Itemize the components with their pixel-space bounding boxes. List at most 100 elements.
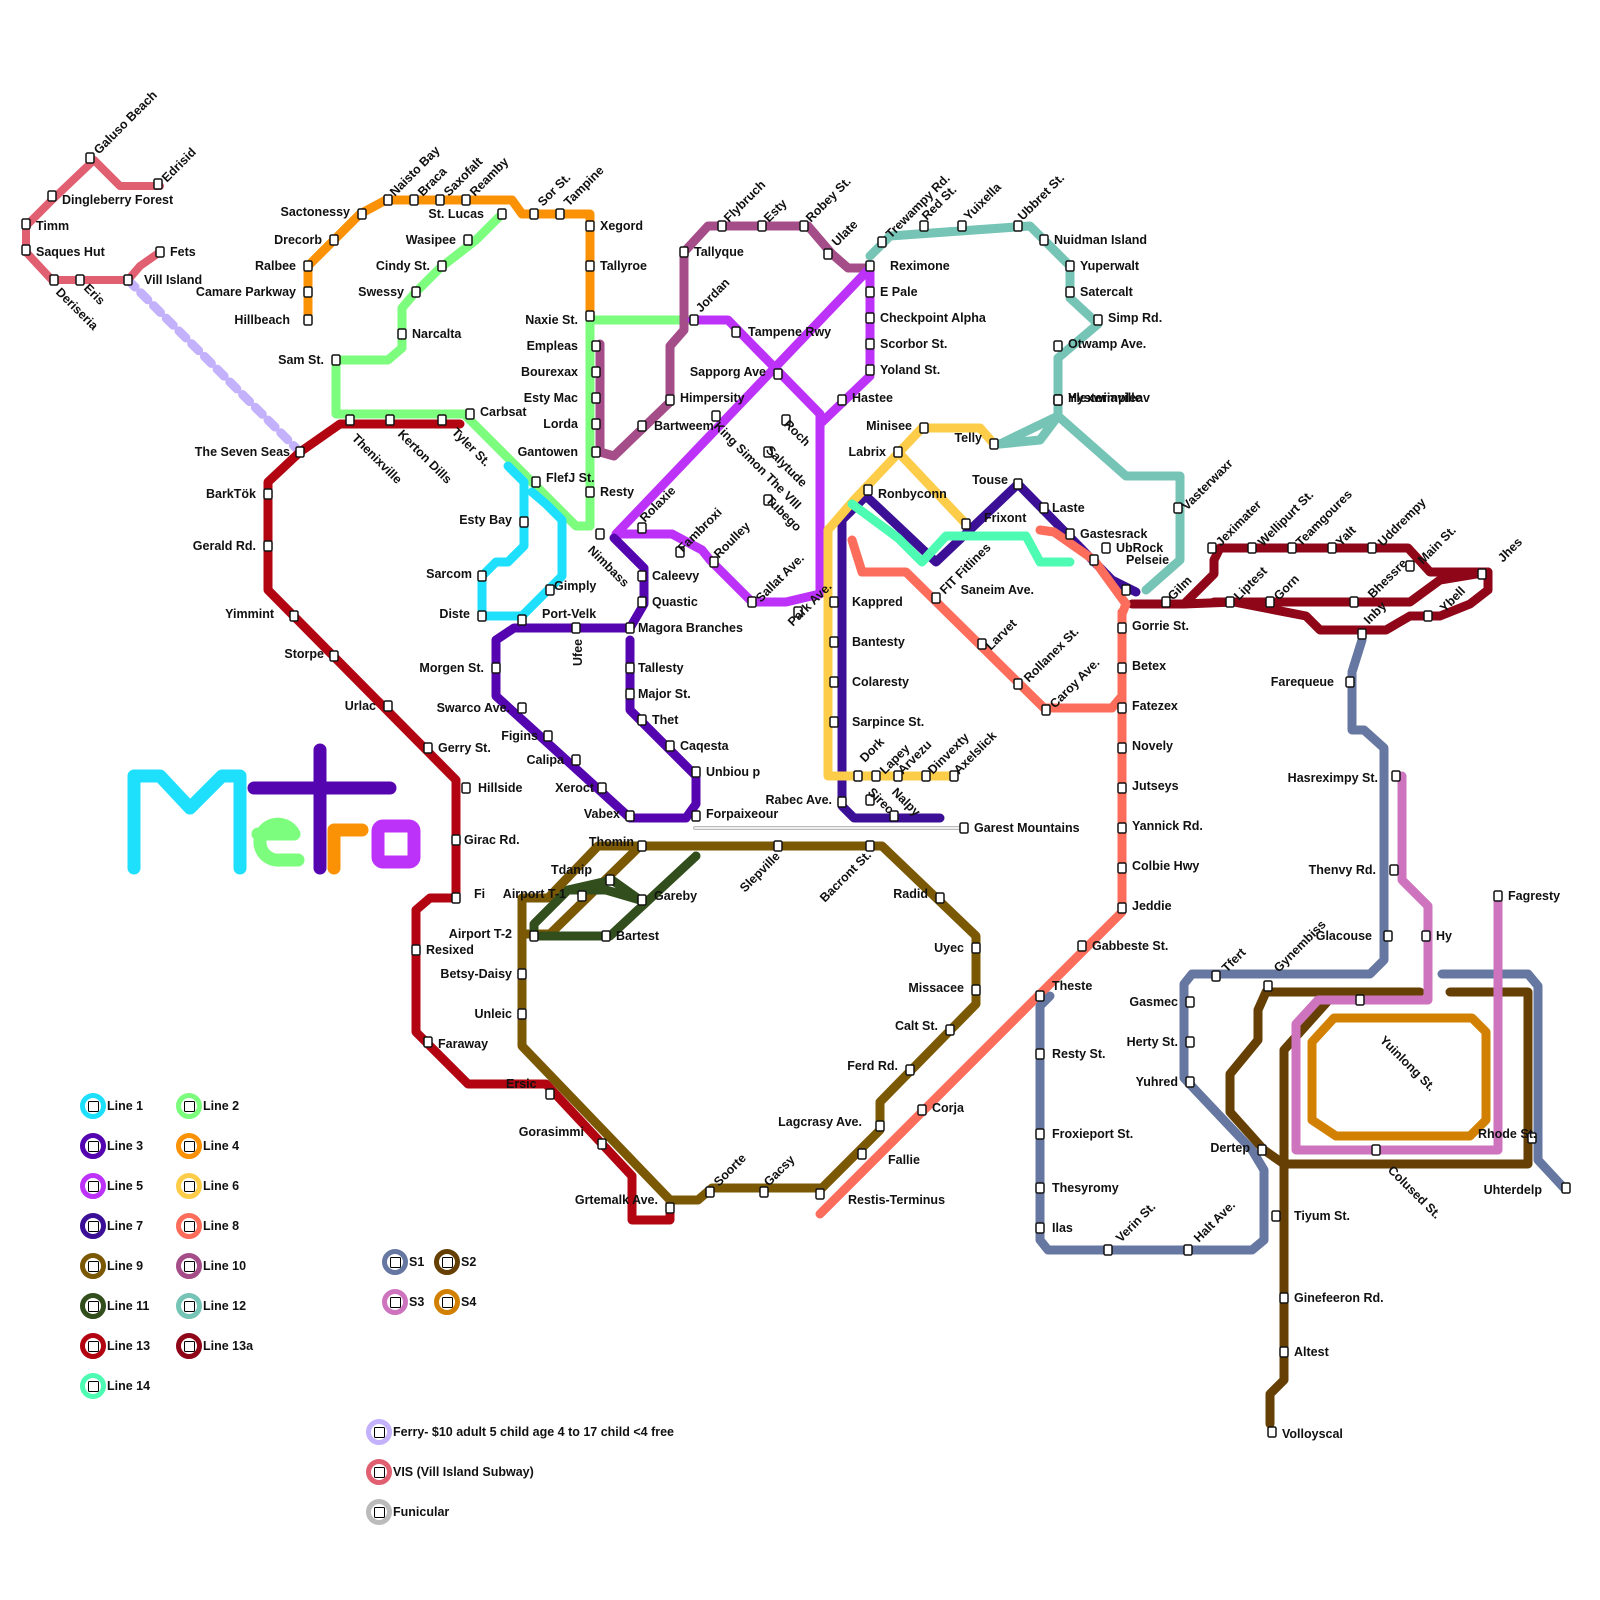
station-marker[interactable] bbox=[1093, 314, 1103, 326]
station-label[interactable]: Morgen St. bbox=[419, 661, 484, 675]
station-label[interactable]: Yimmint bbox=[225, 607, 275, 621]
station-label[interactable]: Hy bbox=[1436, 929, 1452, 943]
station-marker[interactable] bbox=[517, 968, 527, 980]
station-label[interactable]: Hillbeach bbox=[234, 313, 290, 327]
station-marker[interactable] bbox=[585, 310, 595, 322]
station-label[interactable]: Jordan bbox=[693, 276, 732, 315]
station-marker[interactable] bbox=[763, 446, 773, 458]
station-marker[interactable] bbox=[303, 260, 313, 272]
station-label[interactable]: Restis-Terminus bbox=[848, 1193, 945, 1207]
station-label[interactable]: Glacouse bbox=[1316, 929, 1372, 943]
station-marker[interactable] bbox=[865, 840, 875, 852]
station-label[interactable]: Diste bbox=[439, 607, 470, 621]
station-marker[interactable] bbox=[463, 234, 473, 246]
station-marker[interactable] bbox=[529, 208, 539, 220]
station-marker[interactable] bbox=[411, 944, 421, 956]
station-marker[interactable] bbox=[465, 408, 475, 420]
station-marker[interactable] bbox=[637, 570, 647, 582]
station-marker[interactable] bbox=[461, 782, 471, 794]
station-label[interactable]: Tampene Rwy bbox=[748, 325, 831, 339]
station-marker[interactable] bbox=[517, 1008, 527, 1020]
station-marker[interactable] bbox=[1035, 1128, 1045, 1140]
station-marker[interactable] bbox=[875, 1120, 885, 1132]
station-marker[interactable] bbox=[597, 782, 607, 794]
station-label[interactable]: Narcalta bbox=[412, 327, 462, 341]
station-marker[interactable] bbox=[155, 246, 165, 258]
station-marker[interactable] bbox=[385, 414, 395, 426]
station-marker[interactable] bbox=[591, 446, 601, 458]
station-marker[interactable] bbox=[21, 244, 31, 256]
station-marker[interactable] bbox=[591, 366, 601, 378]
station-marker[interactable] bbox=[1173, 502, 1183, 514]
station-label[interactable]: Grtemalk Ave. bbox=[575, 1193, 658, 1207]
station-label[interactable]: Dertep bbox=[1210, 1141, 1250, 1155]
station-label[interactable]: Bhessre bbox=[1365, 556, 1410, 601]
station-label[interactable]: Thenixville bbox=[349, 431, 405, 487]
station-marker[interactable] bbox=[605, 874, 615, 886]
station-label[interactable]: Volloyscal bbox=[1282, 1427, 1343, 1441]
station-label[interactable]: Magora Branches bbox=[638, 621, 743, 635]
station-marker[interactable] bbox=[1207, 542, 1217, 554]
station-label[interactable]: Theste bbox=[1052, 979, 1092, 993]
station-label[interactable]: Swessy bbox=[358, 285, 404, 299]
station-marker[interactable] bbox=[893, 770, 903, 782]
station-marker[interactable] bbox=[1477, 568, 1487, 580]
station-label[interactable]: Larvet bbox=[983, 616, 1020, 653]
station-label[interactable]: Faraway bbox=[438, 1037, 488, 1051]
station-marker[interactable] bbox=[961, 518, 971, 530]
station-label[interactable]: Ralbee bbox=[255, 259, 296, 273]
station-label[interactable]: Yuperwalt bbox=[1080, 259, 1140, 273]
station-label[interactable]: Jhes bbox=[1495, 535, 1525, 565]
station-label[interactable]: Sactonessy bbox=[281, 205, 351, 219]
station-marker[interactable] bbox=[1121, 584, 1131, 596]
station-marker[interactable] bbox=[989, 438, 999, 450]
station-label[interactable]: Fatezex bbox=[1132, 699, 1178, 713]
station-marker[interactable] bbox=[423, 742, 433, 754]
station-marker[interactable] bbox=[383, 194, 393, 206]
station-label[interactable]: Saques Hut bbox=[36, 245, 106, 259]
station-marker[interactable] bbox=[1065, 528, 1075, 540]
station-label[interactable]: Hillside bbox=[478, 781, 523, 795]
station-marker[interactable] bbox=[675, 546, 685, 558]
station-label[interactable]: Camare Parkway bbox=[196, 285, 296, 299]
station-label[interactable]: Bourexax bbox=[521, 365, 578, 379]
station-label[interactable]: Bartest bbox=[616, 929, 660, 943]
station-marker[interactable] bbox=[1035, 990, 1045, 1002]
station-label[interactable]: Eris bbox=[81, 281, 108, 308]
station-marker[interactable] bbox=[781, 414, 791, 426]
station-label[interactable]: Betsy-Daisy bbox=[440, 967, 512, 981]
station-marker[interactable] bbox=[435, 194, 445, 206]
station-marker[interactable] bbox=[1279, 1346, 1289, 1358]
station-label[interactable]: Xegord bbox=[600, 219, 643, 233]
station-marker[interactable] bbox=[921, 770, 931, 782]
station-label[interactable]: Corja bbox=[932, 1101, 965, 1115]
station-label[interactable]: Checkpoint Alpha bbox=[880, 311, 987, 325]
station-marker[interactable] bbox=[585, 220, 595, 232]
station-label[interactable]: Quastic bbox=[652, 595, 698, 609]
station-label[interactable]: Kappred bbox=[852, 595, 903, 609]
station-label[interactable]: Colaresty bbox=[852, 675, 909, 689]
station-marker[interactable] bbox=[853, 770, 863, 782]
station-label[interactable]: Storpe bbox=[284, 647, 324, 661]
station-marker[interactable] bbox=[451, 892, 461, 904]
station-label[interactable]: Sam St. bbox=[278, 353, 324, 367]
station-label[interactable]: Cindy St. bbox=[376, 259, 430, 273]
station-marker[interactable] bbox=[597, 1138, 607, 1150]
station-marker[interactable] bbox=[397, 328, 407, 340]
station-label[interactable]: Swarco Ave. bbox=[437, 701, 510, 715]
station-marker[interactable] bbox=[829, 716, 839, 728]
station-marker[interactable] bbox=[1077, 940, 1087, 952]
station-label[interactable]: Gasmec bbox=[1129, 995, 1178, 1009]
station-label[interactable]: Unleic bbox=[474, 1007, 512, 1021]
station-marker[interactable] bbox=[917, 1104, 927, 1116]
station-label[interactable]: Caleevy bbox=[652, 569, 699, 583]
station-marker[interactable] bbox=[1117, 622, 1127, 634]
station-marker[interactable] bbox=[1271, 1210, 1281, 1222]
station-label[interactable]: Major St. bbox=[638, 687, 691, 701]
station-label[interactable]: Jeddie bbox=[1132, 899, 1172, 913]
station-label[interactable]: Uhterdelp bbox=[1484, 1183, 1543, 1197]
station-label[interactable]: BarkTök bbox=[206, 487, 256, 501]
station-marker[interactable] bbox=[601, 930, 611, 942]
station-marker[interactable] bbox=[977, 638, 987, 650]
station-marker[interactable] bbox=[1263, 980, 1273, 992]
